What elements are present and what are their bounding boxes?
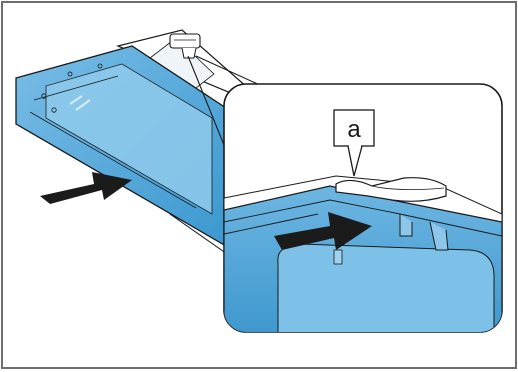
detail-inner-window	[278, 244, 494, 340]
callout-label-text: a	[347, 116, 361, 143]
label-pointer-mask	[349, 144, 361, 147]
detail-tab	[334, 250, 342, 264]
